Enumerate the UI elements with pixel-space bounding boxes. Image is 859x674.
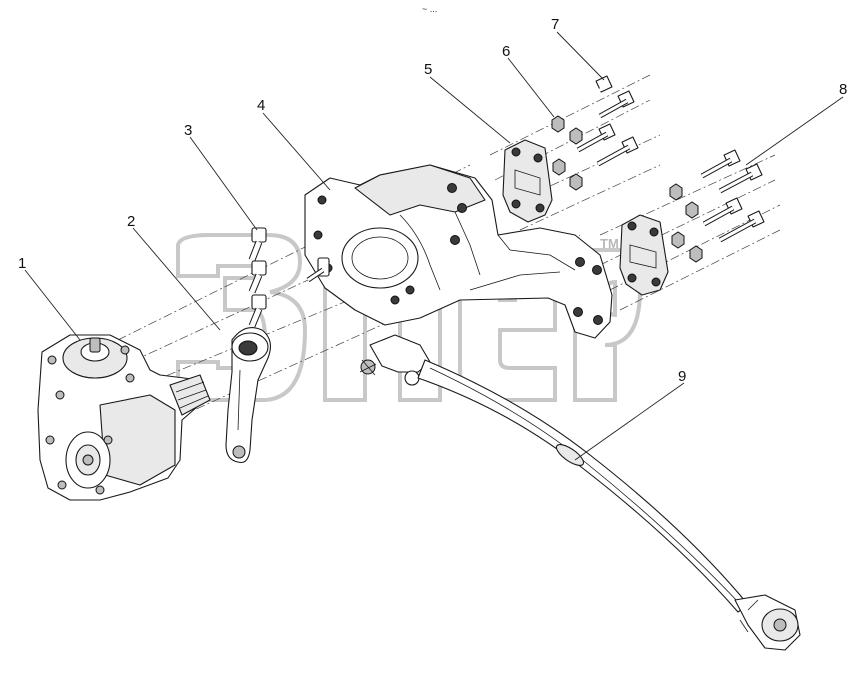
drag-link <box>359 334 801 651</box>
callout-9: 9 <box>678 368 686 385</box>
gear-bolt-heads <box>45 345 135 495</box>
callout-3: 3 <box>184 122 192 139</box>
bolt <box>248 294 267 328</box>
bolt <box>718 163 763 194</box>
bolt <box>598 90 635 119</box>
steering-gear-bracket <box>304 164 613 339</box>
bolt <box>576 123 616 153</box>
nut <box>671 231 685 249</box>
mounting-plate-lower <box>619 214 669 296</box>
nut <box>552 158 566 176</box>
nut <box>551 115 565 133</box>
callout-7: 7 <box>551 16 559 33</box>
bolt <box>581 75 613 102</box>
bolt <box>596 136 639 167</box>
bolts-group <box>576 75 765 243</box>
bolt <box>718 210 765 243</box>
bolt <box>248 227 267 262</box>
nut <box>669 183 683 201</box>
bolt <box>702 197 743 227</box>
callout-6: 6 <box>502 43 510 60</box>
gear-bolts <box>248 227 330 328</box>
steering-gear <box>37 334 211 501</box>
bolt <box>248 260 267 294</box>
top-mark: ~ ... <box>422 4 437 14</box>
callout-5: 5 <box>424 61 432 78</box>
nut <box>569 173 583 191</box>
callout-8: 8 <box>839 81 847 98</box>
leader-lines <box>24 31 844 461</box>
stud <box>306 257 330 283</box>
nut <box>685 201 699 219</box>
callout-4: 4 <box>257 97 265 114</box>
bolt <box>700 149 741 179</box>
watermark-tm: TM <box>600 236 619 251</box>
nut <box>689 245 703 263</box>
pitman-arm <box>225 327 271 464</box>
mounting-plate-upper <box>502 139 553 223</box>
nuts-group <box>551 115 703 263</box>
callout-1: 1 <box>18 255 26 272</box>
callouts: 1 2 3 4 5 6 7 8 9 <box>18 16 847 385</box>
nut <box>569 127 583 145</box>
callout-2: 2 <box>127 213 135 230</box>
